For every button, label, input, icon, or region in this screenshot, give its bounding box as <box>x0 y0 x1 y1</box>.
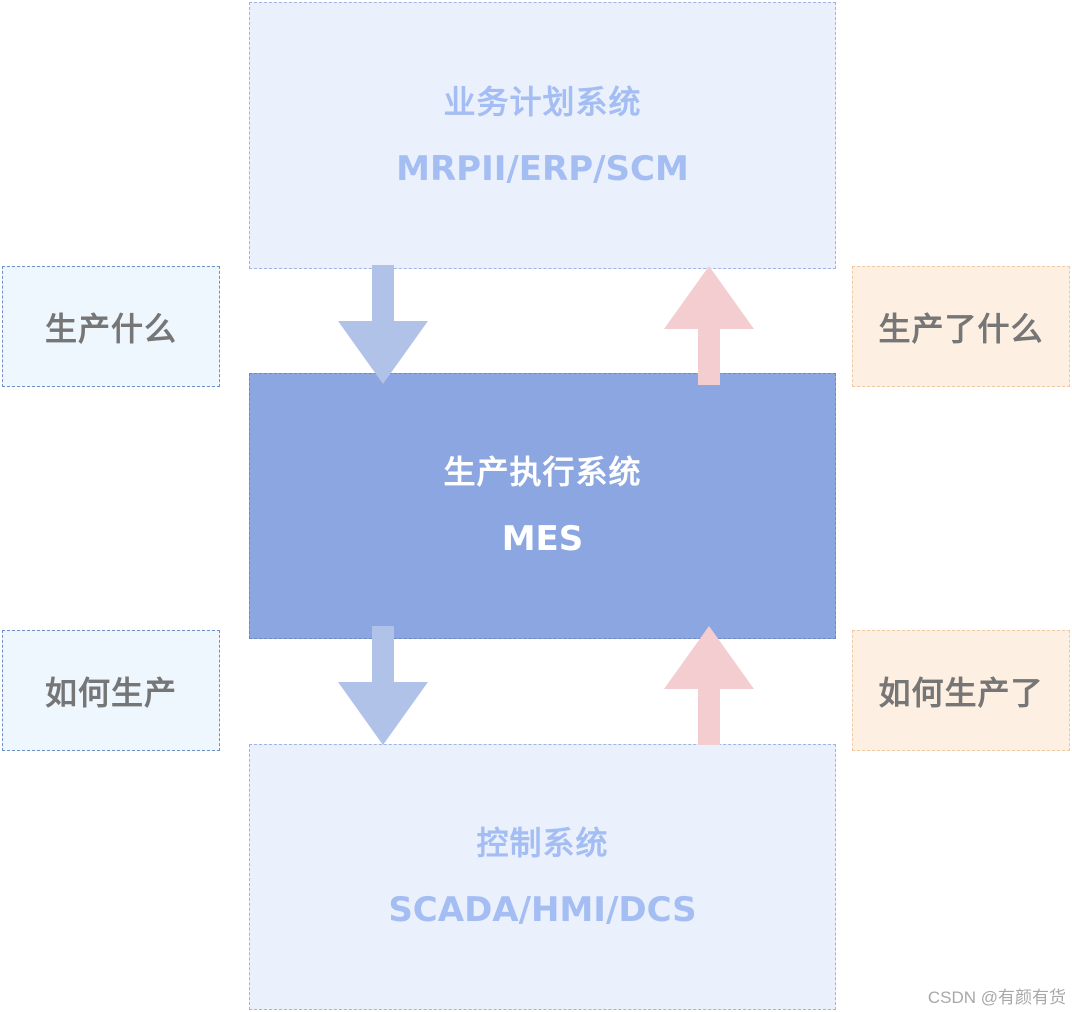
up-arrow-icon <box>664 266 754 385</box>
label-how-it-was-produced-text: 如何生产了 <box>878 673 1044 712</box>
business-planning-system-box: 业务计划系统 MRPII/ERP/SCM <box>249 2 836 269</box>
down-arrow-plan-to-mes <box>338 265 428 384</box>
watermark: CSDN @有颜有货 <box>927 988 1066 1007</box>
label-what-to-produce-text: 生产什么 <box>44 309 177 348</box>
mes-system-title: 生产执行系统 <box>443 453 642 491</box>
up-arrow-icon <box>664 626 754 745</box>
up-arrow-control-to-mes <box>664 626 754 745</box>
control-system-subtitle: SCADA/HMI/DCS <box>388 890 697 930</box>
business-planning-system-title: 业务计划系统 <box>443 82 642 121</box>
label-how-it-was-produced: 如何生产了 <box>852 630 1070 751</box>
label-what-was-produced: 生产了什么 <box>852 266 1070 387</box>
control-system-box: 控制系统 SCADA/HMI/DCS <box>249 744 836 1010</box>
control-system-title: 控制系统 <box>476 824 609 862</box>
mes-system-subtitle: MES <box>501 519 584 559</box>
mes-system-box: 生产执行系统 MES <box>249 373 836 639</box>
label-how-to-produce-text: 如何生产 <box>44 673 177 712</box>
down-arrow-icon <box>338 265 428 384</box>
business-planning-system-subtitle: MRPII/ERP/SCM <box>396 148 689 189</box>
down-arrow-icon <box>338 626 428 745</box>
up-arrow-mes-to-plan <box>664 266 754 385</box>
label-how-to-produce: 如何生产 <box>2 630 220 751</box>
down-arrow-mes-to-control <box>338 626 428 745</box>
label-what-to-produce: 生产什么 <box>2 266 220 387</box>
label-what-was-produced-text: 生产了什么 <box>878 309 1044 348</box>
